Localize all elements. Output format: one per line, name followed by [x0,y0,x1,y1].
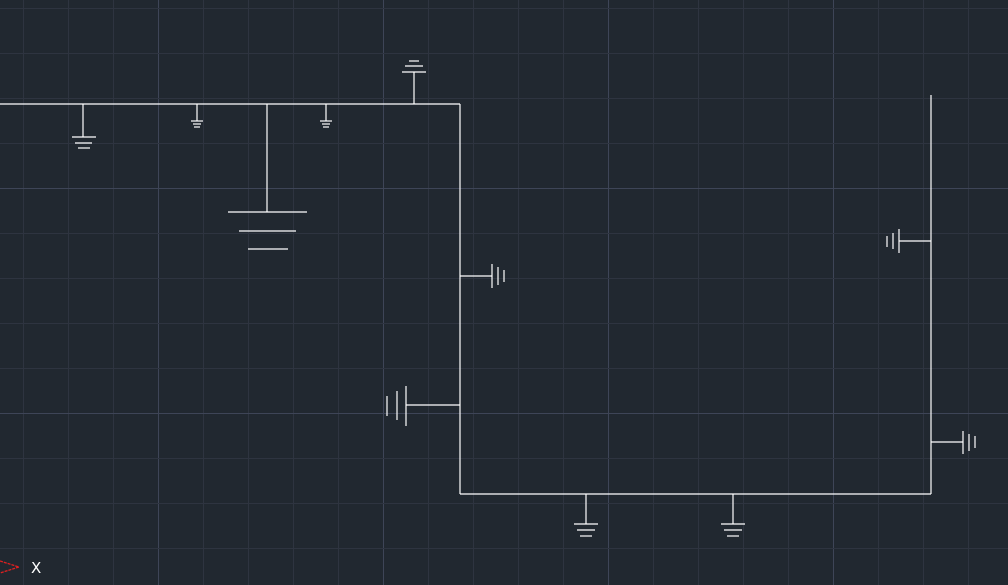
ground-symbol-icon[interactable] [402,60,426,104]
ground-symbol-icon[interactable] [886,229,931,253]
ground-symbol-icon[interactable] [574,494,598,537]
ucs-x-label: X [31,559,41,577]
ground-symbol-icon[interactable] [931,431,976,454]
ground-symbol-icon[interactable] [320,104,332,128]
ucs-icon: X [0,559,41,577]
ground-symbol-icon[interactable] [460,264,505,288]
ground-symbol-icon[interactable] [191,104,203,128]
schematic [0,60,976,537]
ground-symbol-icon[interactable] [721,494,745,537]
ground-symbol-icon[interactable] [228,104,307,250]
ground-symbol-icon[interactable] [386,386,460,426]
ground-symbol-icon[interactable] [72,104,96,149]
